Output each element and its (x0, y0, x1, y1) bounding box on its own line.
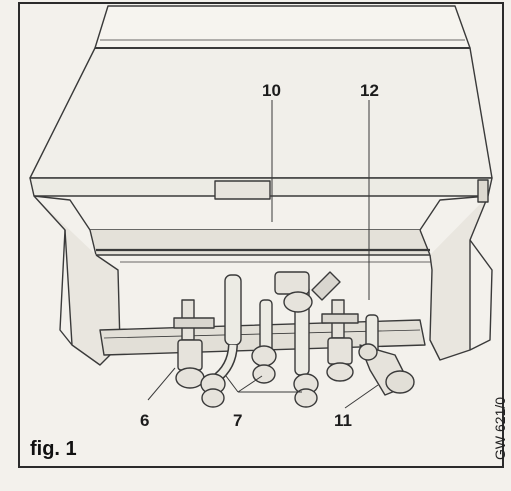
figure-frame (18, 2, 504, 468)
safety-valve (358, 343, 415, 396)
callout-6: 6 (140, 411, 150, 430)
callout-12: 12 (360, 81, 379, 100)
gas-valve (274, 271, 341, 313)
callout-11: 11 (334, 411, 352, 430)
figure-label: fig. 1 (30, 438, 77, 460)
valve-group-center (200, 345, 319, 408)
housing-front (29, 47, 493, 179)
right-side-panel (429, 195, 489, 361)
valve-right (321, 299, 359, 382)
valve-left (173, 299, 215, 389)
display-slot (214, 180, 271, 200)
callout-7: 7 (233, 411, 243, 430)
callout-10: 10 (262, 81, 281, 100)
housing-top (94, 5, 471, 49)
figure-code: GW 621/0 (492, 396, 508, 460)
leader-lines (147, 100, 379, 409)
